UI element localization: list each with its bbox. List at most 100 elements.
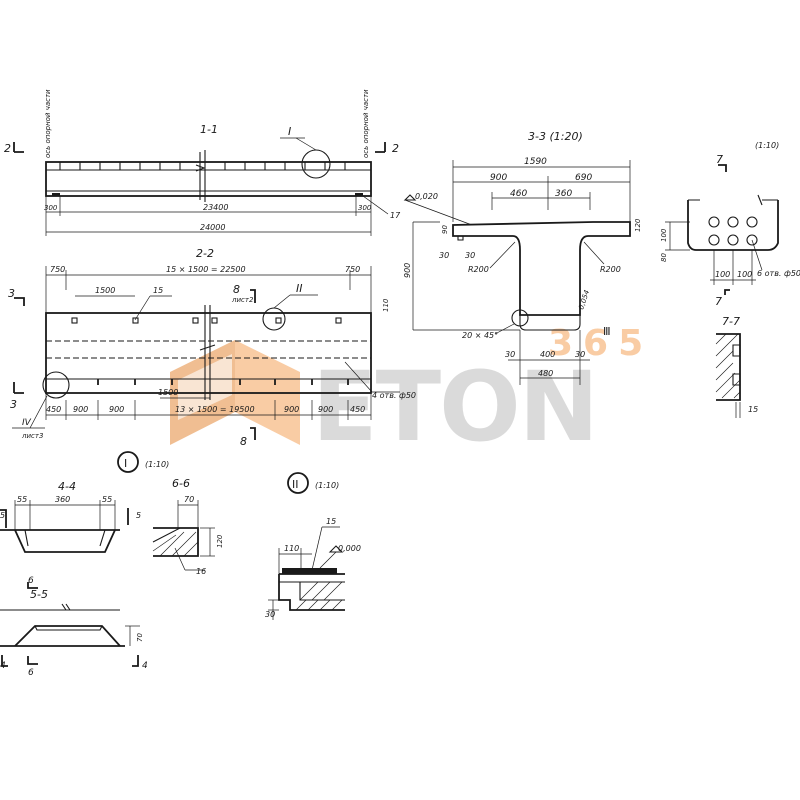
cut-mark-6-bottom: 6 — [28, 668, 34, 678]
scale-label-I: (1:10) — [145, 460, 169, 469]
section-label-5-5: 5-5 — [30, 588, 48, 601]
dim-33-30c: 30 — [505, 350, 515, 359]
dim-77-15: 15 — [748, 405, 758, 414]
cut-mark-3-bottom: 3 — [10, 398, 17, 411]
dim-33-900v: 900 — [403, 263, 412, 278]
dim-66-120: 120 — [216, 534, 224, 548]
dim-22-1500-bottom: 1500 — [158, 388, 178, 397]
node-III-label: Ⅲ — [603, 325, 611, 338]
dim-33-30d: 30 — [575, 350, 585, 359]
cut-mark-2-left: 2 — [4, 142, 11, 155]
cut-mark-8-bottom: 8 — [240, 435, 247, 448]
dim-II-0000: 0,000 — [338, 544, 361, 553]
dim-33-r200-right: R200 — [600, 265, 621, 274]
node-IV-sheet3: лист3 — [21, 432, 43, 440]
dim-33-r200-left: R200 — [468, 265, 489, 274]
node-II-marker — [262, 307, 286, 331]
dim-44-55b: 55 — [102, 495, 112, 504]
cut-mark-3-top: 3 — [8, 287, 15, 300]
dim-I-100: 100 — [660, 228, 668, 242]
cut-mark-6-top: 6 — [28, 576, 34, 586]
dim-33-460: 460 — [510, 189, 527, 199]
dim-33-360: 360 — [555, 189, 572, 199]
dim-I-holes: 6 отв. ф50 — [757, 269, 800, 278]
dim-66-70: 70 — [184, 495, 194, 504]
dim-22-900-c: 900 — [284, 405, 299, 414]
dim-33-elev: 0,020 — [415, 192, 438, 201]
dim-22-15x1500: 15 × 1500 = 22500 — [166, 265, 246, 274]
watermark-number: 365 — [548, 323, 653, 364]
dim-22-900-b: 900 — [109, 405, 124, 414]
detail-node-holes: (1:10) 7 100 80 100 100 6 отв. ф50 7 — [660, 141, 800, 308]
dim-33-1590: 1590 — [524, 157, 547, 167]
dim-I-100b: 100 — [737, 270, 752, 279]
cut-mark-2-right: 2 — [392, 142, 399, 155]
dim-II-30: 30 — [265, 610, 275, 619]
section-label-7-7: 7-7 — [722, 315, 740, 328]
dim-22-900-a: 900 — [73, 405, 88, 414]
detail-I-label: I — [124, 457, 127, 470]
cut-mark-4-left: 4 — [0, 661, 6, 671]
section-label-1-1: 1-1 — [200, 123, 218, 136]
dim-33-30a: 30 — [439, 251, 449, 260]
cut-mark-5-right: 5 — [136, 511, 141, 520]
dim-33-900: 900 — [490, 173, 507, 183]
dim-22-900-d: 900 — [318, 405, 333, 414]
axis-support-left: ось опорной части — [44, 89, 52, 158]
axis-support-right: ось опорной части — [362, 89, 370, 158]
dim-33-chamfer: 20 × 45° — [462, 331, 498, 340]
section-label-2-2: 2-2 — [196, 247, 214, 260]
cut-mark-4-right: 4 — [142, 661, 148, 671]
dim-66-16: 16 — [196, 567, 206, 576]
section-label-6-6: 6-6 — [172, 477, 190, 490]
dim-22-110: 110 — [382, 298, 390, 312]
dim-55-70: 70 — [136, 633, 144, 642]
node-I-label: I — [288, 125, 291, 138]
view-2-2: 2-2 750 15 × 1500 = 22500 750 1500 — [8, 247, 416, 448]
dim-33-90: 90 — [441, 225, 449, 234]
node-IV-label: IV — [22, 418, 32, 428]
dim-22-750-left: 750 — [50, 265, 65, 274]
dim-22-750-right: 750 — [345, 265, 360, 274]
dim-11-17: 17 — [390, 211, 401, 220]
dim-22-holes: 4 отв. ф50 — [372, 391, 416, 400]
watermark-brand: ETON — [312, 351, 597, 463]
view-3-3: 3-3 (1:20) 1590 900 690 460 360 0,020 90… — [403, 130, 642, 385]
detail-node-I: I (1:10) — [117, 451, 169, 473]
dim-11-24000: 24000 — [200, 223, 225, 232]
node-I-marker — [301, 149, 331, 179]
node-IV-marker — [42, 371, 70, 399]
cut-mark-8-top: 8 — [233, 283, 240, 296]
dim-I-100a: 100 — [715, 270, 730, 279]
dim-11-23400: 23400 — [203, 203, 228, 212]
cut-mark-7-top: 7 — [716, 153, 723, 166]
cut-mark-8-sheet2: лист2 — [231, 296, 254, 304]
section-4-4: 4-4 55 360 55 5 5 — [0, 480, 141, 553]
dim-I-80: 80 — [660, 253, 668, 262]
dim-II-110: 110 — [284, 544, 299, 553]
cut-mark-7-bottom: 7 — [715, 295, 722, 308]
view-1-1: 1-1 ось опорной части ось опорной части … — [4, 89, 401, 236]
node-II-label: II — [296, 282, 303, 295]
dim-33-400: 400 — [540, 350, 555, 359]
detail-node-II: II (1:10) 110 15 0,000 30 — [265, 472, 361, 620]
scale-label-top-right: (1:10) — [755, 141, 779, 150]
section-label-4-4: 4-4 — [58, 480, 76, 493]
dim-33-30b: 30 — [465, 251, 475, 260]
dim-22-13x1500: 13 × 1500 = 19500 — [175, 405, 255, 414]
dim-11-300-right: 300 — [358, 204, 372, 212]
dim-33-690: 690 — [575, 173, 592, 183]
dim-44-360: 360 — [55, 495, 70, 504]
section-7-7: 7-7 15 — [715, 315, 758, 418]
dim-22-450-left: 450 — [46, 405, 61, 414]
dim-11-300-left: 300 — [44, 204, 58, 212]
dim-II-15: 15 — [326, 517, 336, 526]
watermark: ETON 365 — [170, 323, 653, 463]
detail-II-label: II — [292, 478, 299, 491]
scale-label-II: (1:10) — [315, 481, 339, 490]
dim-33-480: 480 — [538, 369, 553, 378]
section-label-3-3: 3-3 (1:20) — [528, 130, 583, 143]
section-5-5: 5-5 6 70 4 4 6 — [0, 576, 148, 678]
